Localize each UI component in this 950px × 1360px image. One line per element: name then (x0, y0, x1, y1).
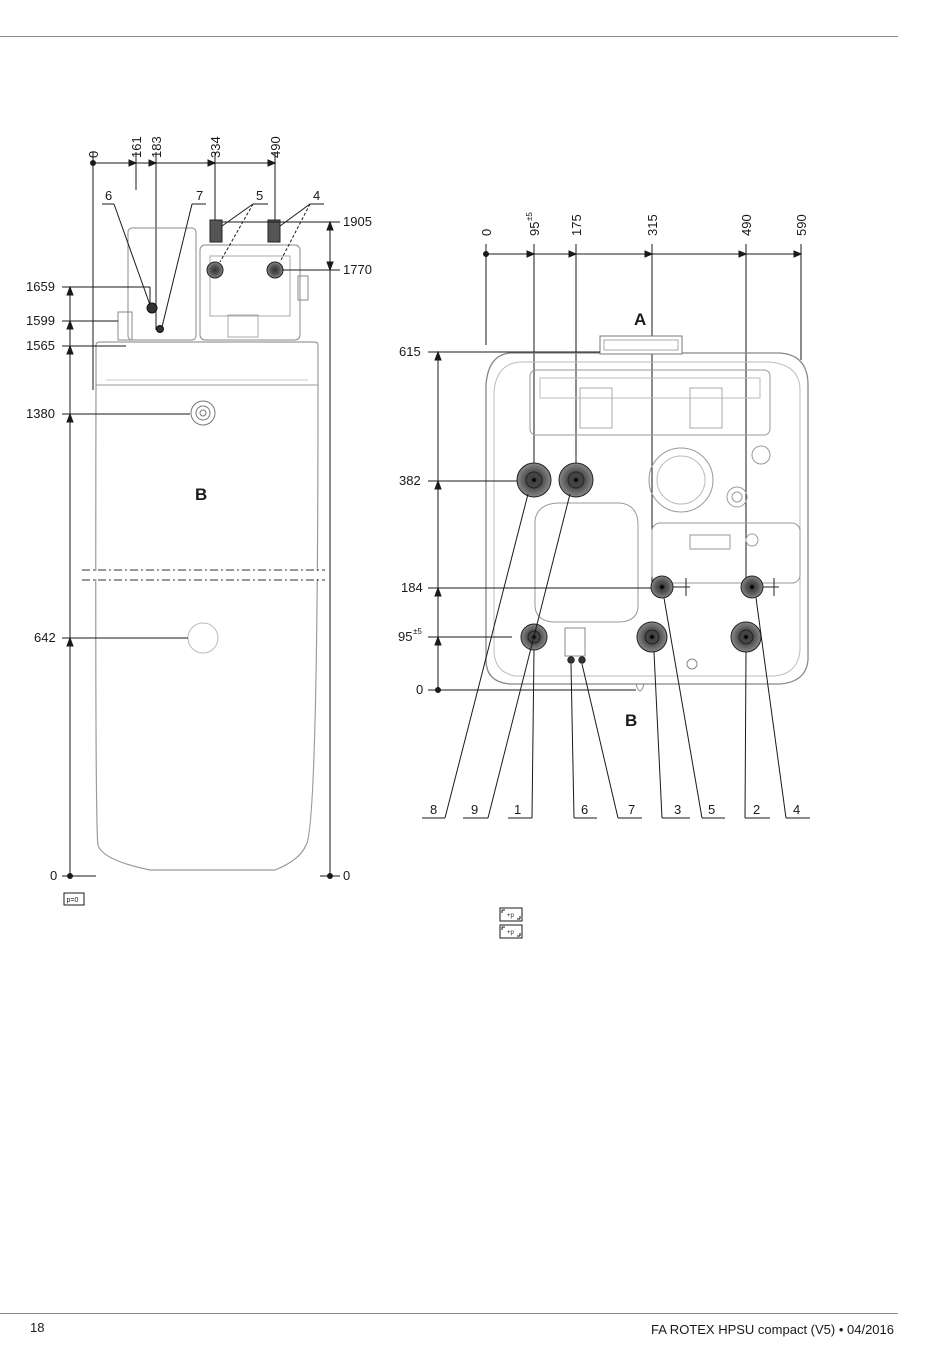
side-callout-7: 7 (196, 188, 203, 203)
upper-module (128, 228, 196, 340)
top-height-184: 184 (401, 580, 423, 595)
top-dim-0: 0 (479, 229, 494, 236)
side-height-0-left: 0 (50, 868, 57, 883)
side-height-1905: 1905 (343, 214, 372, 229)
handle-a (600, 336, 682, 354)
top-callout-2: 2 (753, 802, 760, 817)
expansion-vessel (535, 503, 638, 622)
side-height-0-right: 0 (343, 868, 350, 883)
port-8 (517, 463, 551, 497)
top-dim-590: 590 (794, 214, 809, 236)
top-callout-7: 7 (628, 802, 635, 817)
top-dim-490: 490 (739, 214, 754, 236)
side-height-1659: 1659 (26, 279, 55, 294)
svg-text:p=0: p=0 (67, 897, 79, 904)
top-dim-315: 315 (645, 214, 660, 236)
port-4 (741, 576, 779, 598)
top-view (422, 244, 810, 818)
side-view (62, 152, 340, 879)
top-height-615: 615 (399, 344, 421, 359)
side-height-1565: 1565 (26, 338, 55, 353)
port-2 (731, 622, 761, 652)
svg-text:+p: +p (507, 913, 515, 919)
side-dim-0: 0 (86, 151, 101, 158)
port-9 (559, 463, 593, 497)
top-callout-5: 5 (708, 802, 715, 817)
side-height-1380: 1380 (26, 406, 55, 421)
side-callout-5: 5 (256, 188, 263, 203)
top-height-95: 95 (398, 629, 412, 644)
side-view-labels: 0 161 183 334 490 6 7 5 4 1905 1770 0 16… (26, 136, 372, 883)
side-dim-183: 183 (149, 136, 164, 158)
top-label-b: B (625, 711, 637, 730)
top-dim-95-tolerance: ±5 (525, 212, 534, 221)
top-callout-6: 6 (581, 802, 588, 817)
top-height-0: 0 (416, 682, 423, 697)
port-5 (651, 576, 690, 598)
top-dim-175: 175 (569, 214, 584, 236)
port-3 (637, 622, 667, 652)
top-callout-9: 9 (471, 802, 478, 817)
footer-rule (0, 1313, 898, 1314)
top-view-labels: 0 95 ±5 175 315 490 590 615 382 184 95 ±… (398, 212, 809, 817)
top-callout-1: 1 (514, 802, 521, 817)
side-height-1599: 1599 (26, 313, 55, 328)
top-label-a: A (634, 310, 646, 329)
top-height-95-tolerance: ±5 (413, 627, 422, 636)
port-6-7 (568, 657, 585, 663)
svg-text:+p: +p (507, 930, 515, 936)
top-height-382: 382 (399, 473, 421, 488)
side-callout-6: 6 (105, 188, 112, 203)
side-height-1770: 1770 (343, 262, 372, 277)
top-callout-8: 8 (430, 802, 437, 817)
tank-body (96, 342, 318, 870)
pressure-plus-symbols: +p +p (500, 908, 522, 938)
side-dim-334: 334 (208, 136, 223, 158)
side-dim-490: 490 (268, 136, 283, 158)
top-callout-3: 3 (674, 802, 681, 817)
side-callout-4: 4 (313, 188, 320, 203)
top-callout-4: 4 (793, 802, 800, 817)
side-dim-161: 161 (129, 136, 144, 158)
document-reference: FA ROTEX HPSU compact (V5) • 04/2016 (651, 1322, 894, 1337)
page-number: 18 (30, 1320, 44, 1335)
side-height-642: 642 (34, 630, 56, 645)
top-dim-95: 95 (527, 222, 542, 236)
hydraulic-block (200, 245, 300, 340)
side-region-label-b: B (195, 485, 207, 504)
pressure-zero-symbol: p=0 (64, 893, 84, 905)
